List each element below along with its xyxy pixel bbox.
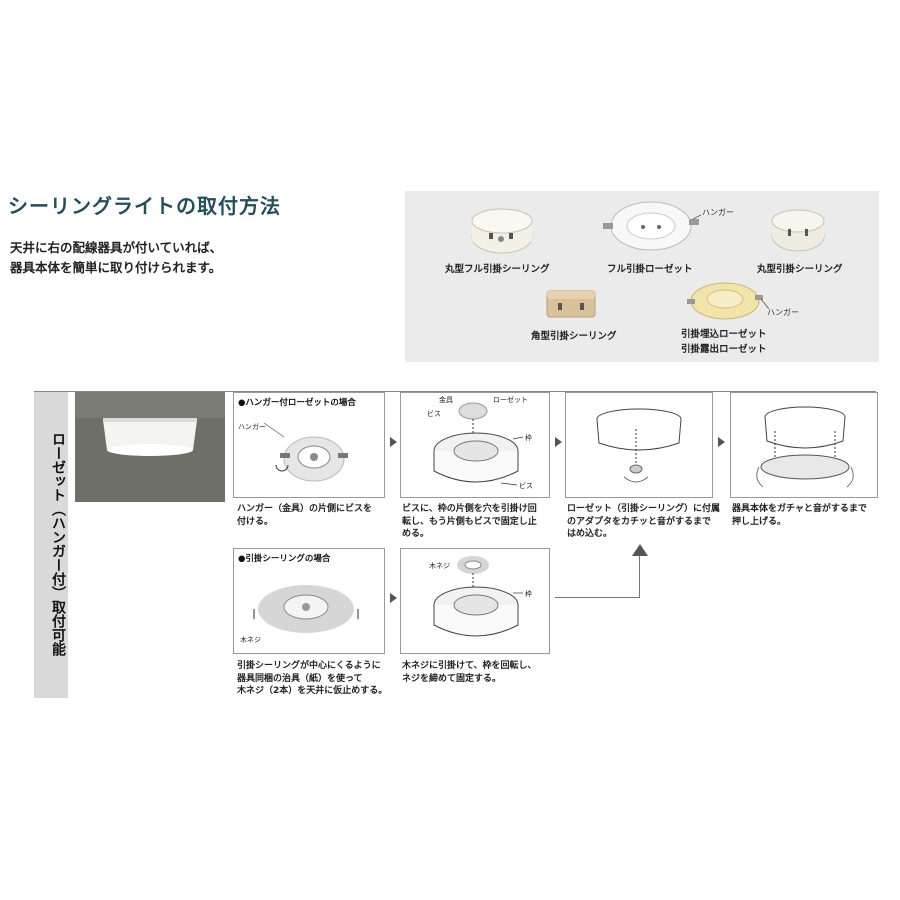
label-embedded-rosette: 引掛埋込ローゼット	[681, 329, 767, 340]
step-6-line-2: ネジを締めて固定する。	[402, 673, 502, 684]
fixture-types-panel: 丸型フル引掛シーリング フル引掛ローゼット 丸型引掛シーリング 角型引掛シーリン…	[405, 191, 879, 362]
bisu-label-1: ビス	[427, 410, 441, 418]
arrow-up	[632, 544, 648, 556]
step-4-line-1: 器具本体をガチャと音がするまで	[732, 504, 867, 514]
intro-text: 天井に右の配線器具が付いていれば、 器具本体を簡単に取り付けられます。	[10, 238, 222, 278]
round-full-ceiling-image	[471, 208, 533, 254]
step-3-line-3: はめ込む。	[567, 529, 613, 539]
label-square-ceiling: 角型引掛シーリング	[531, 331, 617, 342]
waku-label-2: 枠	[525, 590, 532, 598]
ceiling-light-image	[75, 392, 225, 502]
product-photo	[75, 392, 225, 502]
step-5-illustration	[253, 585, 359, 633]
step-1-illustration	[263, 422, 348, 482]
step-2-box: 金具 ローゼット ビス 枠 ビス	[400, 392, 550, 498]
arrow-3	[718, 437, 725, 447]
step-5-box: ●引掛シーリングの場合 木ネジ	[233, 548, 385, 654]
square-ceiling-image	[546, 290, 596, 318]
step-6-illustration	[433, 556, 523, 637]
embedded-rosette-image	[687, 282, 763, 320]
fixture-illustrations	[471, 201, 825, 320]
hanger-label: ハンガー	[238, 423, 266, 431]
label-full-rosette: フル引掛ローゼット	[607, 264, 693, 275]
step-5-line-2: 器具同梱の治具（紙）を使って	[237, 673, 363, 684]
ceiling-case-title: ●引掛シーリングの場合	[238, 554, 331, 564]
connector-line-horizontal	[555, 597, 640, 598]
step-6-box: 木ネジ 枠	[400, 548, 550, 654]
step-1-box: ●ハンガー付ローゼットの場合 ハンガー	[233, 392, 385, 498]
step-3-line-2: のアダプタをカチッと音がするまで	[567, 516, 712, 527]
label-round-ceiling: 丸型引掛シーリング	[757, 264, 843, 275]
step-2-line-3: める。	[402, 529, 430, 539]
intro-line-1: 天井に右の配線器具が付いていれば、	[10, 240, 223, 255]
label-round-full-ceiling: 丸型フル引掛シーリング	[445, 264, 550, 275]
step-3-illustration	[596, 408, 682, 483]
step-5-line-3: 木ネジ（2本）を天井に仮止めする。	[237, 686, 388, 696]
step-6-caption: 木ネジに引掛けて、枠を回転し、 ネジを締めて固定する。	[402, 660, 537, 685]
step-5-caption: 引掛シーリングが中心にくるように 器具同梱の治具（紙）を使って 木ネジ（2本）を…	[237, 660, 387, 698]
arrow-2	[555, 437, 562, 447]
hanger-label-1: ハンガー	[702, 208, 734, 217]
waku-label: 枠	[525, 434, 532, 442]
page-title: シーリングライトの取付方法	[8, 194, 281, 218]
sidebar-rosette-compatible: ローゼット（ハンガー付）取付可能	[34, 392, 68, 698]
mokuneji-label-2: 木ネジ	[429, 562, 450, 570]
mokuneji-label-1: 木ネジ	[240, 636, 261, 644]
step-6-line-1: 木ネジに引掛けて、枠を回転し、	[402, 661, 537, 671]
step-2-line-1: ビスに、枠の片側を穴を引掛け回	[402, 504, 537, 514]
step-4-line-2: 押し上げる。	[732, 516, 787, 527]
round-ceiling-image	[771, 209, 825, 252]
step-5-line-1: 引掛シーリングが中心にくるように	[237, 661, 381, 671]
step-2-caption: ビスに、枠の片側を穴を引掛け回 転し、もう片側もビスで固定し止 める。	[402, 503, 537, 541]
label-exposed-rosette: 引掛露出ローゼット	[681, 344, 767, 355]
step-4-box	[730, 392, 878, 498]
full-rosette-image	[603, 201, 699, 251]
connector-line-vertical	[639, 556, 640, 598]
section-divider	[34, 391, 876, 392]
arrow-4	[390, 593, 397, 603]
step-1-caption: ハンガー（金具）の片側にビスを 付ける。	[237, 503, 372, 528]
sidebar-label: ローゼット（ハンガー付）取付可能	[50, 432, 66, 656]
step-4-illustration	[756, 406, 854, 488]
step-2-illustration	[433, 402, 524, 486]
hanger-label-2: ハンガー	[767, 308, 799, 317]
step-3-line-1: ローゼット（引掛シーリング）に付属	[567, 504, 721, 514]
kanagu-label: 金具	[439, 396, 453, 404]
step-3-caption: ローゼット（引掛シーリング）に付属 のアダプタをカチッと音がするまで はめ込む。	[567, 503, 720, 541]
hanger-case-title: ●ハンガー付ローゼットの場合	[238, 398, 356, 408]
step-3-box	[565, 392, 713, 498]
bisu-label-2: ビス	[519, 482, 533, 490]
intro-line-2: 器具本体を簡単に取り付けられます。	[10, 260, 222, 275]
step-1-line-2: 付ける。	[237, 516, 274, 527]
step-2-line-2: 転し、もう片側もビスで固定し止	[402, 516, 537, 527]
rosette-label: ローゼット	[493, 396, 528, 404]
arrow-1	[390, 437, 397, 447]
step-4-caption: 器具本体をガチャと音がするまで 押し上げる。	[732, 503, 867, 528]
step-1-line-1: ハンガー（金具）の片側にビスを	[237, 504, 373, 514]
